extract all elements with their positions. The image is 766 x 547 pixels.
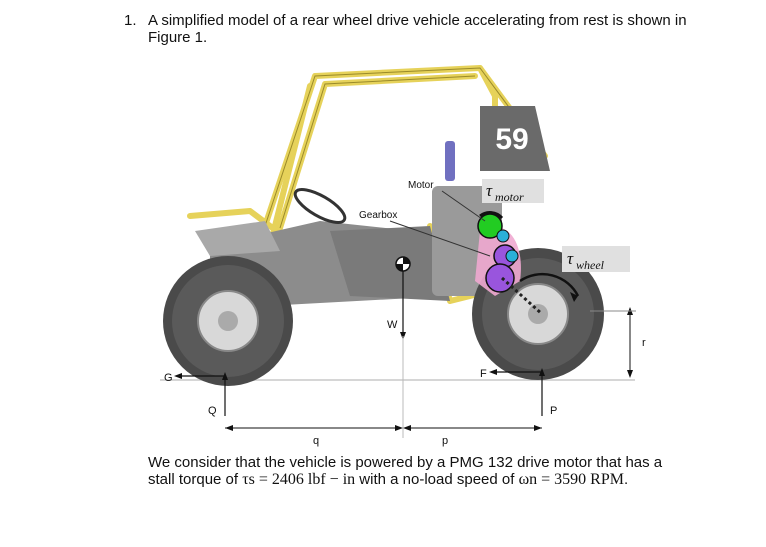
tau-wheel-sub: wheel bbox=[576, 258, 605, 272]
tau-wheel-label: τ bbox=[567, 249, 574, 268]
steering-wheel bbox=[293, 188, 347, 224]
p-force-label: P bbox=[550, 405, 557, 417]
motor-label: Motor bbox=[408, 180, 434, 191]
tau-motor-sub: motor bbox=[495, 190, 524, 204]
plate-number: 59 bbox=[495, 123, 528, 156]
question-number: 1. bbox=[124, 12, 137, 29]
para-line2-prefix: stall torque of bbox=[148, 471, 243, 488]
f-label: F bbox=[480, 368, 487, 380]
drive-chain bbox=[500, 276, 544, 316]
r-label: r bbox=[642, 337, 646, 349]
p-dist-label: p bbox=[442, 435, 448, 447]
vehicle-figure: 59 τ motor τ wheel Motor Gearbox bbox=[160, 65, 646, 447]
para-line2-mid: with a no-load speed of bbox=[355, 471, 519, 488]
q-force-label: Q bbox=[208, 405, 217, 417]
tau-wheel-box bbox=[562, 246, 630, 272]
question-text: A simplified model of a rear wheel drive… bbox=[148, 12, 687, 46]
gearbox-label: Gearbox bbox=[359, 210, 397, 221]
stall-torque: τs = 2406 lbf − in bbox=[242, 471, 356, 488]
motor-pinion bbox=[496, 229, 510, 243]
gearbox-pinion bbox=[505, 249, 519, 263]
para-line1: We consider that the vehicle is powered … bbox=[148, 454, 663, 471]
problem-paragraph: We consider that the vehicle is powered … bbox=[148, 454, 708, 488]
q-dist-label: q bbox=[313, 435, 319, 447]
center-of-gravity bbox=[395, 256, 411, 272]
tau-motor-box bbox=[482, 179, 544, 203]
output-gear bbox=[485, 263, 515, 293]
number-plate bbox=[480, 106, 550, 171]
front-wheel bbox=[163, 256, 293, 386]
g-label: G bbox=[164, 372, 173, 384]
no-load-speed: ωn = 3590 RPM bbox=[518, 471, 624, 488]
motor-torque-arc bbox=[479, 211, 504, 220]
tau-motor-label: τ bbox=[486, 181, 493, 200]
w-label: W bbox=[387, 319, 398, 331]
para-line2-suffix: . bbox=[623, 471, 629, 488]
wheel-torque-arc bbox=[519, 272, 580, 297]
